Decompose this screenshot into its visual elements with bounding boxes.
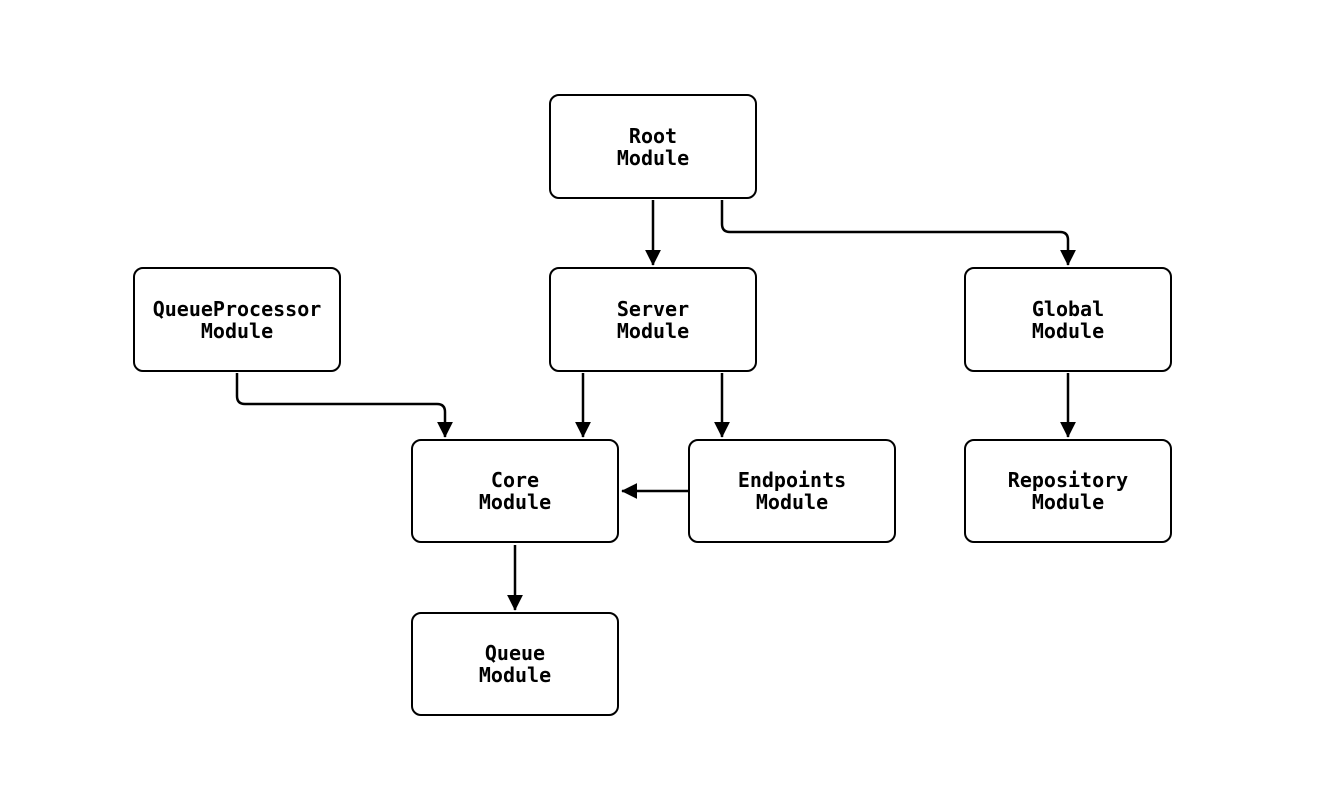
- node-core-module-label: Core Module: [478, 468, 552, 514]
- node-queueprocessor-module: QueueProcessor Module: [133, 267, 341, 372]
- node-root-module: Root Module: [549, 94, 757, 199]
- node-endpoints-module: Endpoints Module: [688, 439, 896, 543]
- node-server-module-label: Server Module: [616, 296, 690, 343]
- node-root-module-label: Root Module: [616, 123, 690, 170]
- node-endpoints-module-label: Endpoints Module: [737, 468, 847, 514]
- node-server-module: Server Module: [549, 267, 757, 372]
- node-queueprocessor-module-label: QueueProcessor Module: [152, 296, 322, 343]
- node-queue-module-label: Queue Module: [478, 641, 552, 687]
- node-repository-module-label: Repository Module: [1007, 468, 1129, 514]
- edge-queueprocessor-module-to-core-module: [235, 373, 453, 438]
- node-global-module-label: Global Module: [1031, 296, 1105, 343]
- edge-root-module-to-global-module: [720, 200, 1076, 266]
- node-repository-module: Repository Module: [964, 439, 1172, 543]
- node-core-module: Core Module: [411, 439, 619, 543]
- node-queue-module: Queue Module: [411, 612, 619, 716]
- node-global-module: Global Module: [964, 267, 1172, 372]
